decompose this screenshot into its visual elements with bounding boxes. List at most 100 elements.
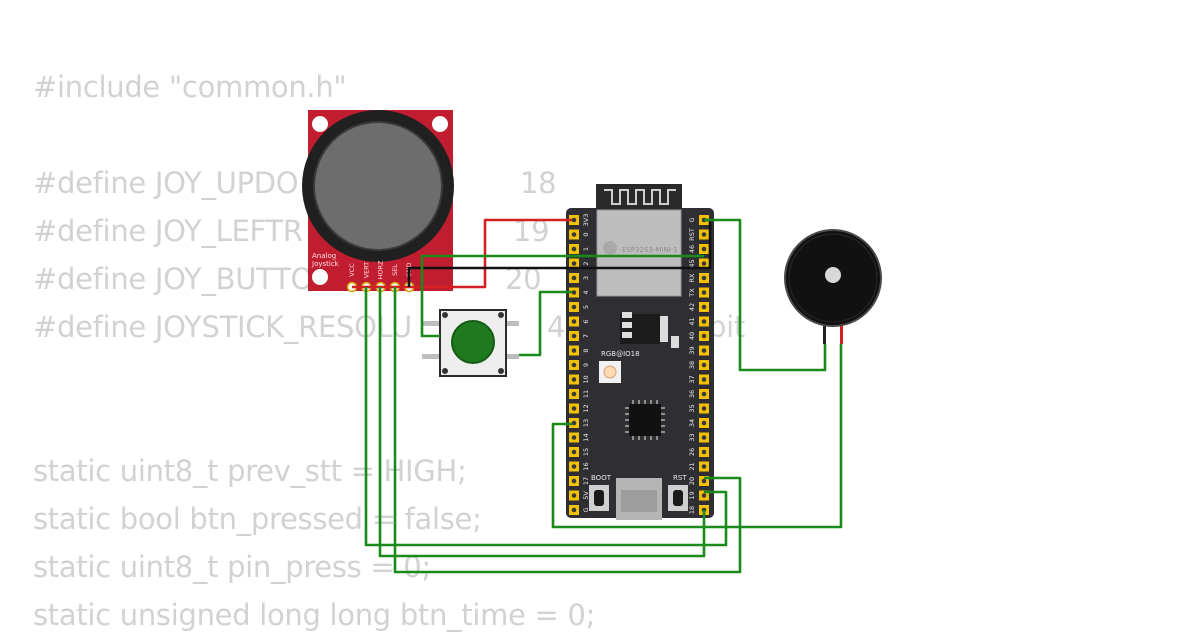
left-pin-hole (571, 275, 577, 281)
code-line: static uint8_t prev_stt = HIGH; (33, 454, 467, 488)
wire-3v3-vcc (352, 218, 572, 289)
boot-button[interactable] (589, 485, 609, 511)
left-pin-label: 12 (582, 404, 590, 412)
right-pin-hole (701, 435, 707, 440)
left-pin-hole (571, 319, 577, 324)
left-pin-hole (571, 493, 577, 498)
left-pin-label: 6 (582, 319, 590, 323)
left-pin-hole (571, 478, 577, 484)
right-pin-hole (701, 449, 707, 455)
right-pin-hole (701, 478, 707, 484)
wire-joy-sel (393, 287, 742, 574)
right-pin-label: 34 (688, 419, 696, 427)
push-button[interactable] (422, 309, 519, 377)
left-pin-label: 10 (582, 375, 590, 383)
right-pin-hole (701, 319, 707, 324)
wifi-module: ESP32S3-MINI-1 (596, 184, 682, 297)
left-pin-hole (571, 333, 577, 339)
joystick-label-1: Analog (312, 252, 336, 260)
wire-joy-horz (378, 287, 706, 558)
right-pin-hole (701, 420, 707, 426)
left-pin-hole (571, 391, 577, 397)
left-pin-hole (571, 348, 577, 353)
right-pin-label: TX (688, 288, 696, 298)
right-pin-label: 21 (688, 462, 696, 470)
buzzer-hole-icon (825, 267, 841, 283)
rgb-led-label: RGB@IO18 (601, 350, 640, 358)
right-pin-label: 19 (688, 491, 696, 499)
left-pin-hole (571, 232, 577, 237)
joystick-pin-label: SEL (391, 264, 399, 276)
left-pin-hole (571, 377, 577, 382)
right-pin-label: 45 (688, 259, 696, 267)
left-pin-hole (571, 420, 577, 426)
voltage-regulator (620, 312, 668, 344)
smd-component (671, 336, 679, 348)
code-line: #include "common.h" (33, 70, 347, 104)
right-pin-hole (701, 232, 707, 237)
left-pin-hole (571, 246, 577, 252)
right-pin-hole (701, 333, 707, 339)
rst-label: RST (673, 474, 687, 482)
mount-hole-icon (312, 116, 328, 132)
joystick-pin-label: HORZ (377, 260, 385, 280)
code-line: static bool btn_pressed = false; (33, 502, 482, 536)
left-pin-label: 17 (582, 477, 590, 485)
right-pin-hole (701, 275, 707, 281)
usb-connector (616, 478, 662, 520)
right-pin-hole (701, 261, 707, 266)
right-pin-label: 37 (688, 375, 696, 383)
esp32s3-board[interactable]: ESP32S3-MINI-1 RGB@IO18 BO (566, 184, 714, 520)
right-pin-label: 35 (688, 404, 696, 412)
right-pin-hole (701, 493, 707, 498)
wire-buzzer-neg (704, 218, 827, 372)
left-pin-label: 1 (582, 247, 590, 251)
left-pin-hole (571, 304, 577, 310)
left-pin-hole (571, 507, 577, 513)
left-pin-label: 3 (582, 276, 590, 280)
left-pin-hole (571, 435, 577, 440)
right-pin-label: 20 (688, 477, 696, 485)
right-pin-hole (701, 246, 707, 252)
left-pin-label: 3V3 (582, 214, 590, 227)
left-pin-hole (571, 406, 577, 411)
code-value: 18 (520, 166, 557, 200)
right-pin-label: 41 (688, 317, 696, 325)
right-pin-hole (701, 464, 707, 469)
wire-joy-vert (364, 287, 728, 547)
button-cap[interactable] (451, 320, 495, 364)
right-pin-label: 40 (688, 332, 696, 340)
left-pin-label: 2 (582, 261, 590, 265)
left-pin-label: 11 (582, 390, 590, 398)
left-pin-hole (571, 362, 577, 368)
left-pin-label: 13 (582, 419, 590, 427)
code-line: #define JOY_UPDO (33, 166, 299, 200)
right-pin-label: RST (688, 228, 696, 241)
right-pin-label: 36 (688, 390, 696, 398)
joystick-cap[interactable] (313, 121, 443, 251)
joystick-label-2: Joystick (311, 260, 340, 268)
left-pin-hole (571, 217, 577, 223)
reset-button[interactable] (668, 485, 688, 511)
right-pin-label: 18 (688, 506, 696, 514)
joystick-pin-label: VERT (362, 262, 370, 279)
right-pin-hole (701, 377, 707, 382)
left-pin-label: 5 (582, 305, 590, 309)
right-pin-hole (701, 304, 707, 310)
espressif-logo-icon (603, 241, 617, 255)
left-pin-hole (571, 261, 577, 266)
left-pin-hole (571, 464, 577, 469)
left-pin-label: 8 (582, 348, 590, 352)
code-line: #define JOY_BUTTO (33, 262, 314, 296)
right-pin-hole (701, 391, 707, 397)
mount-hole-icon (312, 269, 328, 285)
wire-button-right (519, 290, 572, 357)
right-pin-hole (701, 290, 707, 295)
left-pin-label: 0 (582, 232, 590, 236)
piezo-buzzer (784, 229, 882, 344)
right-pin-label: 33 (688, 433, 696, 441)
left-pin-label: G (582, 507, 590, 512)
